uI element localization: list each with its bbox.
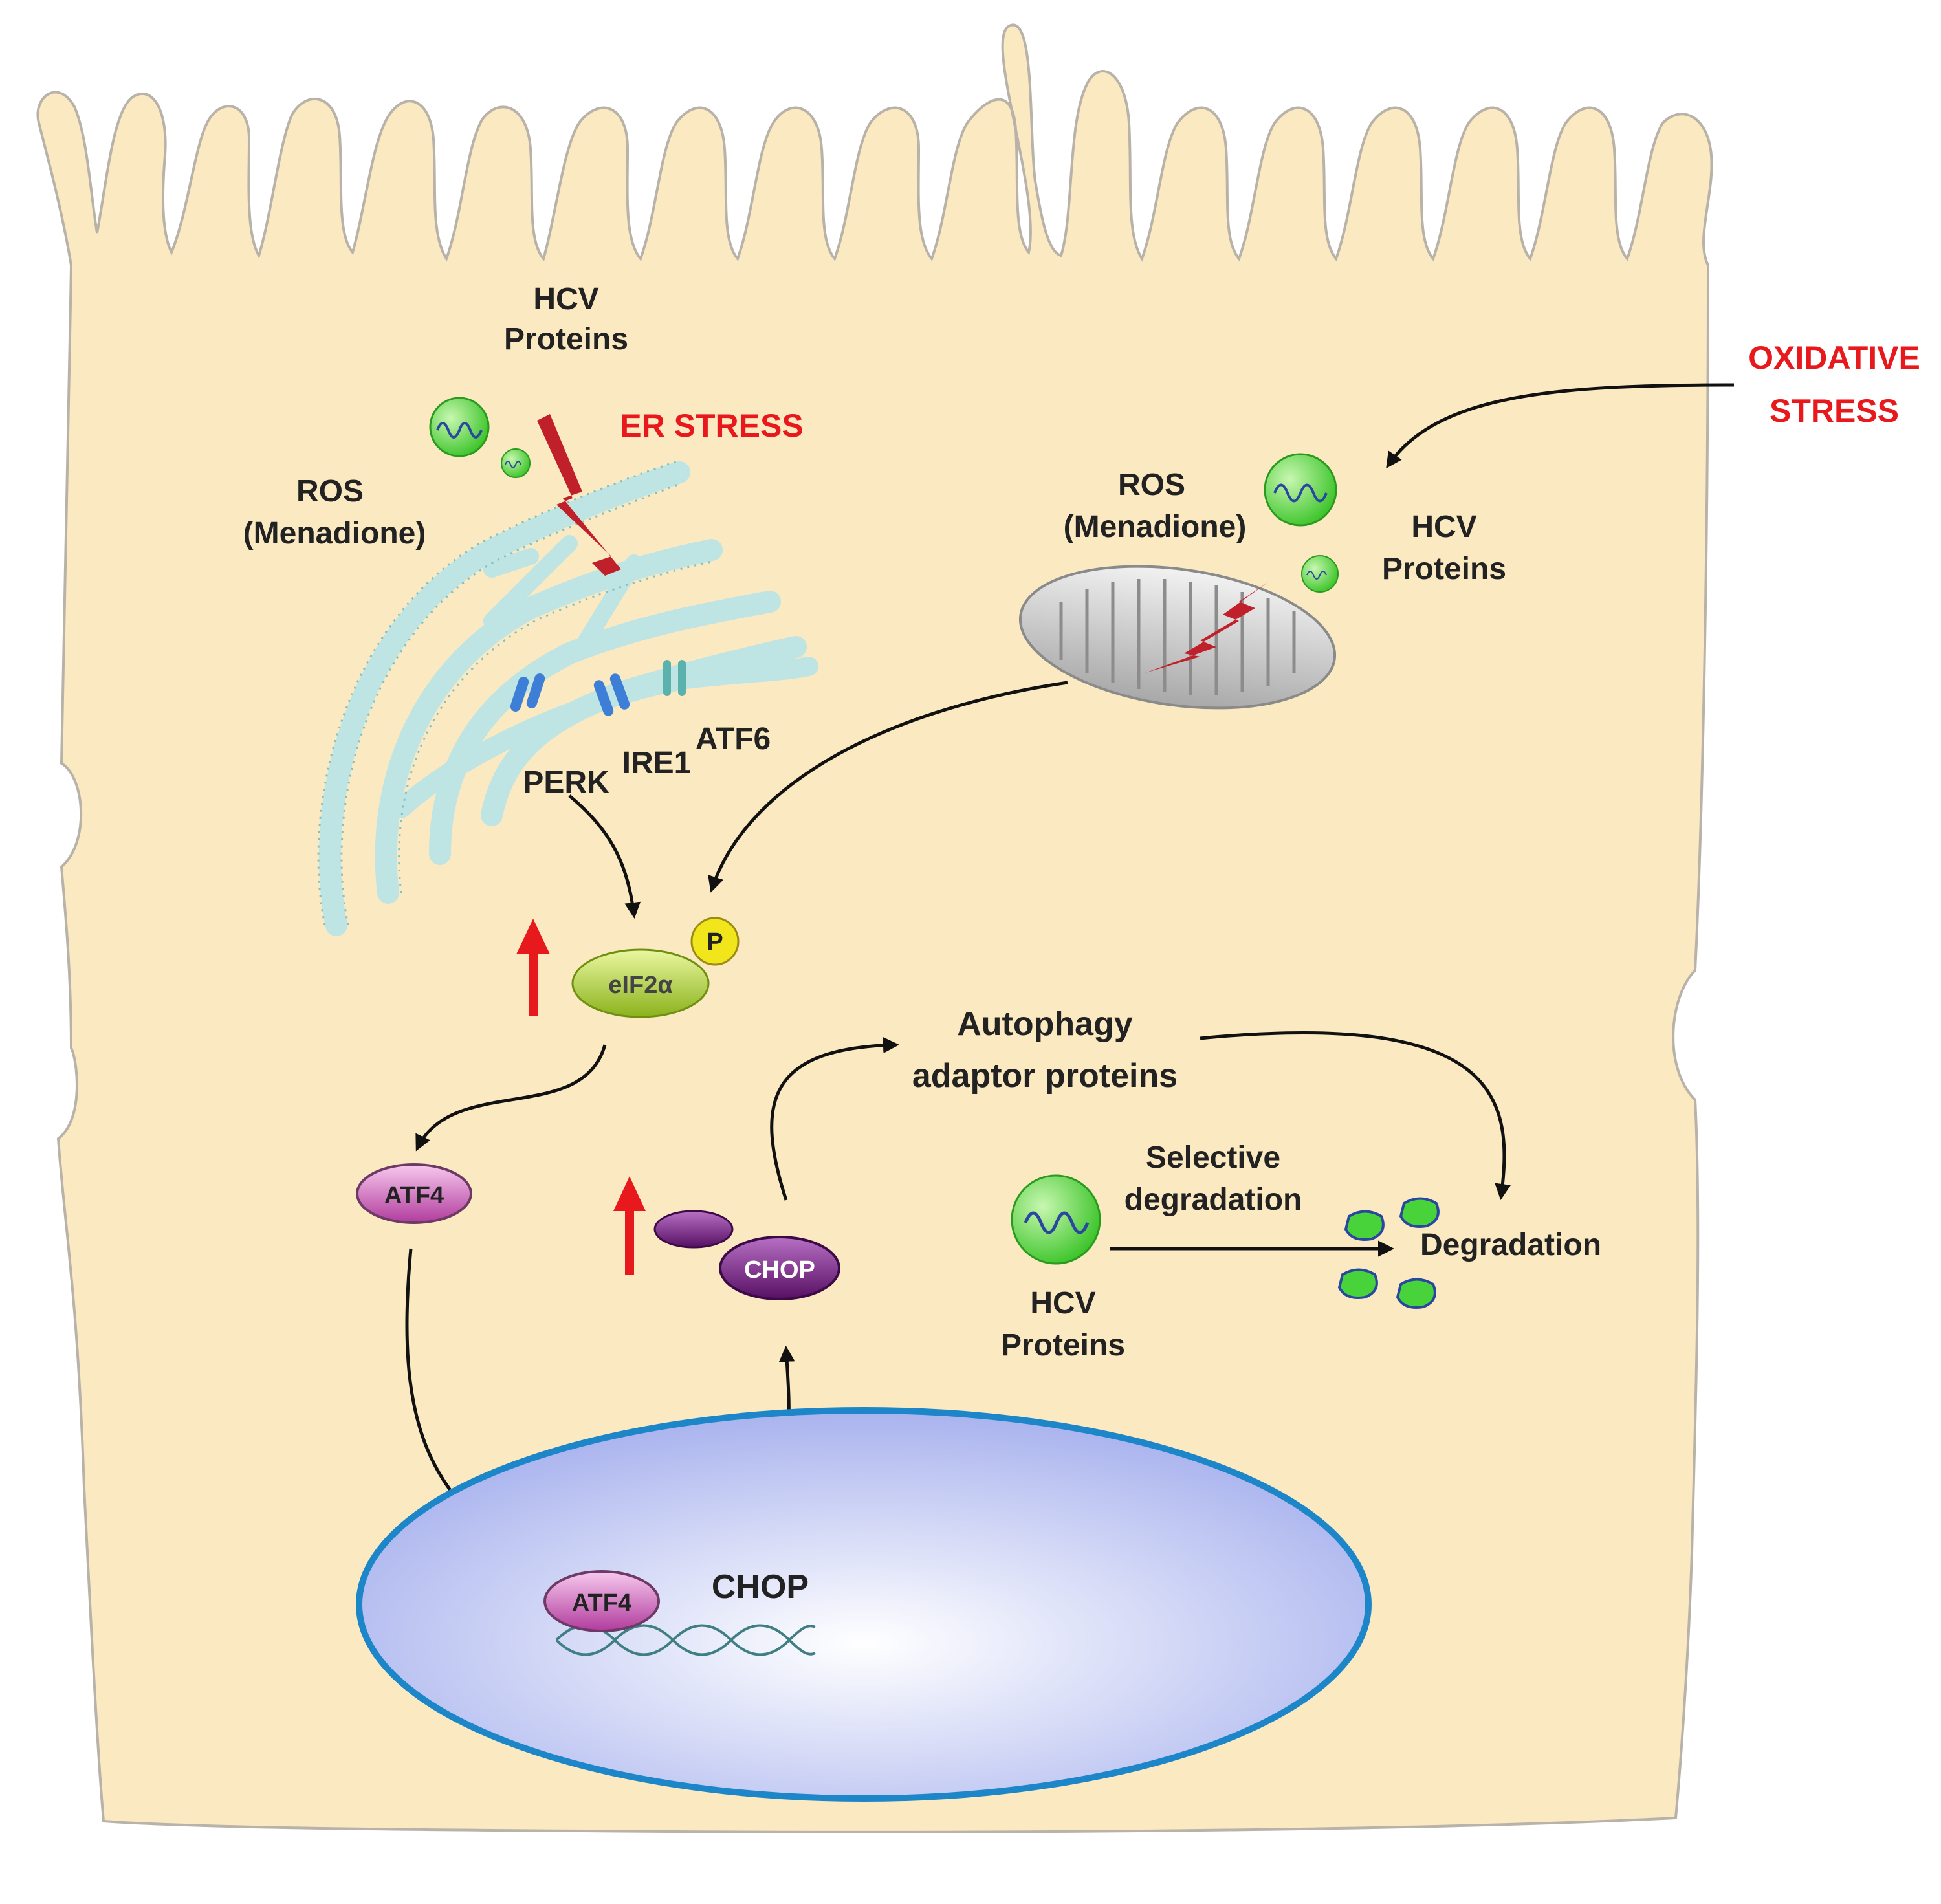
arrow-eif2a-to-atf4 <box>415 1044 607 1152</box>
ros-er-label-line1: ROS <box>296 474 364 509</box>
ire1-sensor-b <box>609 673 630 710</box>
arrow-autophagy-to-degradation <box>1200 1031 1511 1200</box>
er-stress-sensors <box>510 660 686 716</box>
hcv-protein-mito-small <box>1301 555 1339 593</box>
atf4-nucleus-label: ATF4 <box>572 1590 631 1617</box>
perk-sensor-b <box>526 673 545 709</box>
mito-stress-lightning-icon <box>1145 582 1268 673</box>
hcv-protein-er-small <box>501 448 531 478</box>
hcv-proteins-deg-label-line1: HCV <box>1030 1286 1095 1320</box>
hcv-protein-mito-large <box>1264 453 1337 527</box>
hcv-protein-er-large <box>429 397 490 457</box>
selective-degradation-label-line2: degradation <box>1124 1183 1302 1217</box>
arrow-chop-to-autophagy <box>770 1037 899 1201</box>
ros-mito-label-line2: (Menadione) <box>1064 510 1247 544</box>
arrow-mito-to-eif2a <box>708 681 1068 893</box>
atf6-label: ATF6 <box>696 722 771 756</box>
chop-protein: CHOP <box>719 1236 840 1300</box>
nucleus <box>356 1407 1372 1802</box>
chop-gene-label: CHOP <box>712 1568 809 1606</box>
arrow-perk-to-eif2a <box>568 794 641 919</box>
chop-partner-protein <box>653 1210 734 1249</box>
autophagy-label-line2: adaptor proteins <box>912 1057 1178 1095</box>
hcv-proteins-er-label-line1: HCV <box>533 282 598 316</box>
autophagy-label-line1: Autophagy <box>957 1005 1133 1043</box>
hcv-proteins-er-label-line2: Proteins <box>504 322 628 356</box>
arrow-oxidative-to-mito <box>1386 383 1735 469</box>
ros-mito-label-line1: ROS <box>1118 468 1185 502</box>
degraded-protein-fragments-icon <box>1337 1197 1440 1309</box>
atf4-nucleus-protein: ATF4 <box>543 1570 660 1632</box>
oxidative-stress-label-line2: STRESS <box>1770 393 1899 429</box>
selective-degradation-label-line1: Selective <box>1146 1141 1280 1175</box>
eif2a-protein: eIF2α <box>571 948 710 1018</box>
oxidative-stress-label-line1: OXIDATIVE <box>1748 340 1920 376</box>
degradation-label: Degradation <box>1420 1228 1601 1262</box>
er-stress-label: ER STRESS <box>620 408 803 444</box>
er-stress-lightning-icon <box>537 414 637 608</box>
hcv-proteins-deg-label-line2: Proteins <box>1001 1328 1125 1362</box>
atf6-sensor-a <box>663 660 671 696</box>
ros-er-label-line2: (Menadione) <box>243 516 426 551</box>
atf4-label: ATF4 <box>384 1182 444 1209</box>
chop-protein-label: CHOP <box>744 1256 815 1284</box>
hcv-protein-degradation <box>1011 1174 1101 1265</box>
eif2a-label: eIF2α <box>608 972 672 999</box>
perk-label: PERK <box>523 765 609 800</box>
phosphate-badge: P <box>690 917 740 966</box>
eif2a-upregulation-arrow-icon <box>516 919 550 1016</box>
mitochondrion <box>1018 565 1337 710</box>
ire1-sensor-a <box>593 680 614 716</box>
chop-upregulation-arrow-icon <box>613 1176 646 1275</box>
phosphate-label: P <box>707 928 723 956</box>
perk-sensor-a <box>510 676 529 712</box>
atf4-protein: ATF4 <box>356 1163 472 1224</box>
dna-helix-icon <box>555 1624 816 1656</box>
ire1-label: IRE1 <box>622 746 692 780</box>
hcv-proteins-mito-label-line2: Proteins <box>1382 552 1506 586</box>
hcv-proteins-mito-label-line1: HCV <box>1411 510 1476 544</box>
atf6-sensor-b <box>678 660 686 696</box>
